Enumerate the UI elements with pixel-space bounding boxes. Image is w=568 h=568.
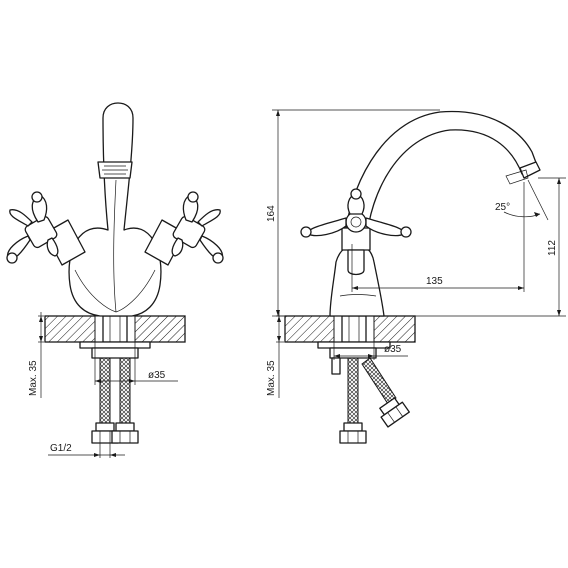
side-max-label: Max. 35 [266,360,277,396]
side-hose-fitting-angled [379,397,410,428]
side-hose-fitting-vertical [339,422,367,444]
side-max-dimension: Max. 35 [266,312,284,398]
front-nut [91,347,139,359]
front-thread-label: G1/2 [50,443,72,454]
side-angle-label: 25° [495,202,510,213]
front-hose-left [99,357,111,424]
front-diameter-dimension: ø35 [94,342,178,385]
front-view: Max. 35 ø35 G1/2 [6,102,224,458]
side-rod [331,357,341,375]
side-handle[interactable] [300,188,412,238]
side-hose-angled [361,357,397,405]
front-hose-fitting-right [111,422,139,444]
side-height-dimension: 164 [266,109,440,317]
side-height-label: 164 [266,205,277,222]
side-diameter-dimension: ø35 [333,342,408,360]
side-valve-stem [347,249,365,276]
front-max-dimension: Max. 35 [28,312,44,398]
side-view: 164 112 135 25° [266,109,566,444]
side-diameter-label: ø35 [384,344,402,355]
front-hose-right [119,357,131,424]
side-spout-height-dimension: 112 [415,177,566,317]
side-washer [317,341,391,349]
front-shank [102,315,128,343]
side-spout [343,110,539,245]
front-max-label: Max. 35 [28,360,39,396]
side-angle-dimension: 25° [495,179,549,221]
front-right-handle[interactable] [171,191,224,264]
side-spout-height-label: 112 [547,240,558,256]
side-spout-tip [519,161,541,179]
front-thread-dimension: G1/2 [48,443,125,458]
front-washer [79,341,151,349]
front-left-handle[interactable] [6,191,59,264]
side-shank [341,315,367,343]
side-reach-dimension: 135 [351,182,525,292]
front-diameter-label: ø35 [148,370,166,381]
side-reach-label: 135 [426,276,443,287]
side-hose-vertical [347,357,359,424]
